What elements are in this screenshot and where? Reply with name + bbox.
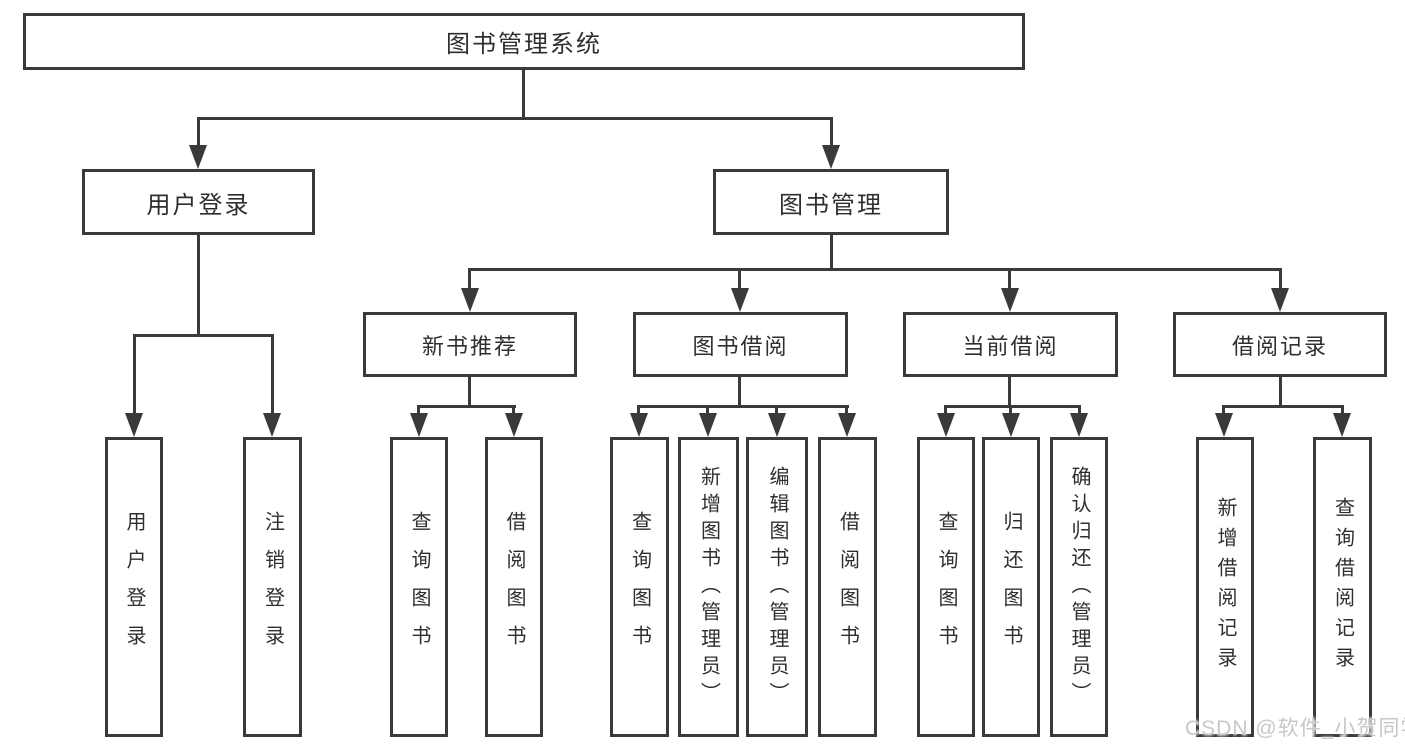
connector-line [738,268,741,293]
node-book-borrowing: 图书借阅 [633,312,848,377]
arrow-down-icon [699,413,717,437]
leaf-confirm-return-admin: 确认归还（管理员） [1050,437,1108,737]
connector-line [417,405,516,408]
connector-line [944,405,1081,408]
node-label: 用户登录 [146,191,251,219]
arrow-down-icon [838,413,856,437]
connector-line [468,377,471,407]
arrow-down-icon [1002,413,1020,437]
arrow-down-icon [630,413,648,437]
connector-line [1009,405,1012,419]
leaf-query-books-current: 查询图书 [917,437,975,737]
connector-line [1078,405,1081,419]
leaf-label: 确认归还（管理员） [1068,465,1090,709]
leaf-borrow-books-recommend: 借阅图书 [485,437,543,737]
arrow-down-icon [189,145,207,169]
connector-line [637,405,640,419]
connector-line [522,69,525,118]
arrow-down-icon [1070,413,1088,437]
node-user-login: 用户登录 [82,169,315,235]
connector-line [468,268,1282,271]
leaf-label: 编辑图书（管理员） [766,465,788,709]
connector-line [775,405,778,419]
arrow-down-icon [731,288,749,312]
leaf-label: 查询图书 [935,511,957,663]
connector-line [1008,377,1011,407]
node-label: 图书管理系统 [446,31,602,58]
leaf-query-borrow-record: 查询借阅记录 [1313,437,1372,737]
connector-line [197,234,200,336]
connector-line [197,117,833,120]
arrow-down-icon [1333,413,1351,437]
node-current-borrowing: 当前借阅 [903,312,1118,377]
leaf-label: 借阅图书 [836,511,859,663]
connector-line [706,405,709,419]
leaf-label: 用户登录 [123,511,145,663]
connector-line [738,377,741,407]
arrow-down-icon [410,413,428,437]
leaf-query-books-recommend: 查询图书 [390,437,448,737]
arrow-down-icon [822,145,840,169]
node-new-book-recommend: 新书推荐 [363,312,577,377]
csdn-watermark: CSDN @软件_小贺同学 [1185,717,1405,740]
arrow-down-icon [1271,288,1289,312]
leaf-label: 查询图书 [628,511,651,663]
leaf-label: 借阅图书 [503,511,525,663]
arrow-down-icon [768,413,786,437]
arrow-down-icon [125,413,143,437]
connector-line [1222,405,1344,408]
node-borrowing-records: 借阅记录 [1173,312,1387,377]
leaf-add-borrow-record: 新增借阅记录 [1196,437,1254,737]
arrow-down-icon [461,288,479,312]
arrow-down-icon [1215,413,1233,437]
connector-line [1008,268,1011,293]
connector-line [830,117,833,150]
node-label: 图书管理 [779,191,883,219]
leaf-label: 注销登录 [261,511,284,663]
leaf-user-login: 用户登录 [105,437,163,737]
leaf-label: 查询借阅记录 [1331,497,1354,677]
leaf-borrow-books: 借阅图书 [818,437,877,737]
connector-line [944,405,947,419]
leaf-add-books-admin: 新增图书（管理员） [678,437,739,737]
leaf-return-books: 归还图书 [982,437,1040,737]
connector-line [1341,405,1344,419]
node-root-system: 图书管理系统 [23,13,1025,70]
node-label: 当前借阅 [962,333,1059,359]
connector-line [271,334,274,418]
connector-line [830,234,833,270]
connector-line [133,334,136,418]
arrow-down-icon [505,413,523,437]
leaf-query-books-borrowing: 查询图书 [610,437,669,737]
connector-line [197,117,200,150]
node-label: 借阅记录 [1231,333,1328,359]
leaf-label: 新增借阅记录 [1214,497,1236,677]
node-label: 新书推荐 [421,333,518,359]
connector-line [417,405,420,419]
connector-line [133,334,274,337]
arrow-down-icon [937,413,955,437]
leaf-label: 查询图书 [408,511,430,663]
leaf-edit-books-admin: 编辑图书（管理员） [746,437,808,737]
leaf-label: 归还图书 [1000,511,1022,663]
leaf-logout: 注销登录 [243,437,302,737]
connector-line [512,405,515,419]
connector-line [845,405,848,419]
connector-line [637,405,849,408]
connector-line [468,268,471,293]
arrow-down-icon [263,413,281,437]
connector-line [1279,377,1282,407]
arrow-down-icon [1001,288,1019,312]
connector-line [1279,268,1282,293]
node-label: 图书借阅 [692,333,789,359]
connector-line [1222,405,1225,419]
leaf-label: 新增图书（管理员） [697,465,720,709]
node-book-management: 图书管理 [713,169,949,235]
